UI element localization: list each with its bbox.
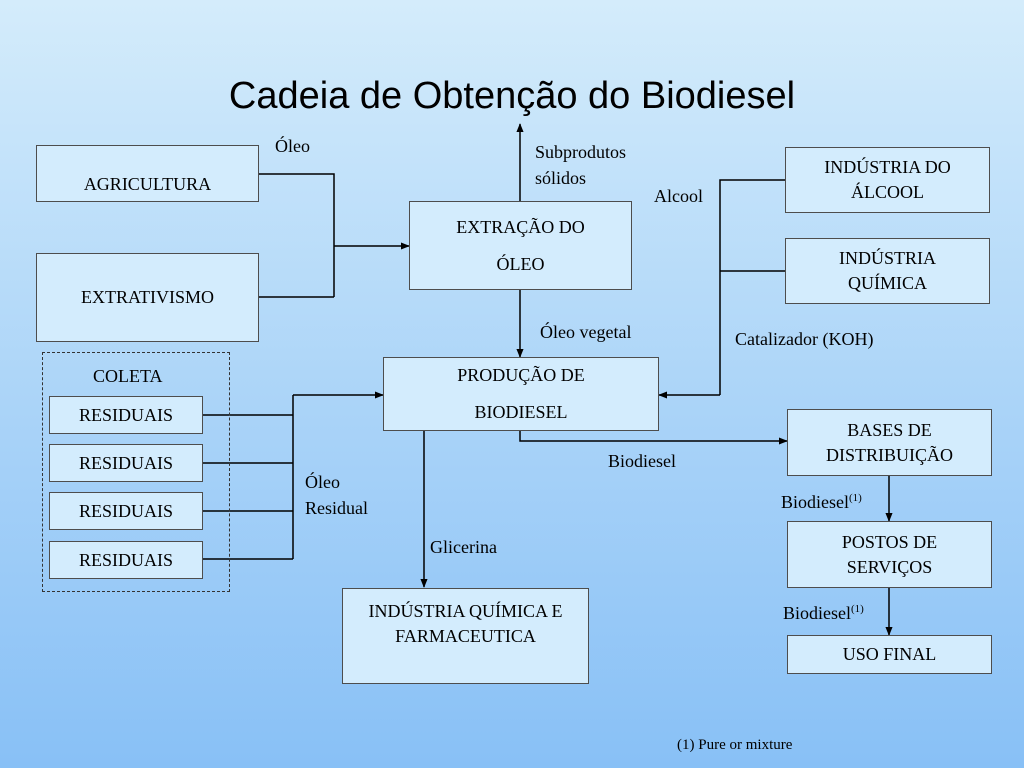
extrativismo-box: EXTRATIVISMO [36, 253, 259, 342]
postos-servicos-box: POSTOS DE SERVIÇOS [787, 521, 992, 588]
alcool-connector [719, 179, 785, 395]
footnote: (1) Pure or mixture [677, 737, 793, 753]
biodiesel-2-footnote-mark: (1) [851, 603, 864, 615]
oleo-vegetal-label: Óleo vegetal [540, 322, 632, 342]
industria-alcool-box: INDÚSTRIA DO ÁLCOOL [785, 147, 990, 213]
oleo-residual-label: Óleo Residual [305, 472, 368, 518]
biodiesel-1-text: Biodiesel [781, 492, 849, 512]
coleta-label: COLETA [93, 366, 163, 386]
biodiesel-2-label: Biodiesel(1) [783, 596, 864, 626]
subprodutos-label: Subprodutos sólidos [535, 142, 627, 188]
uso-final-box: USO FINAL [787, 635, 992, 674]
biodiesel-1-footnote-mark: (1) [849, 492, 862, 504]
oleo-label: Óleo [275, 136, 310, 156]
bases-distribuicao-box: BASES DE DISTRIBUIÇÃO [787, 409, 992, 476]
biodiesel-arrow [519, 431, 788, 445]
industria-quimica-box: INDÚSTRIA QUÍMICA [785, 238, 990, 304]
residuais-box-3: RESIDUAIS [49, 492, 203, 530]
biodiesel-1-label: Biodiesel(1) [781, 485, 862, 515]
residuais-box-2: RESIDUAIS [49, 444, 203, 482]
catalizador-label: Catalizador (KOH) [735, 329, 874, 349]
industria-farmaceutica-box: INDÚSTRIA QUÍMICA E FARMACEUTICA [342, 588, 589, 684]
coleta-group [42, 352, 230, 592]
biodiesel-2-text: Biodiesel [783, 603, 851, 623]
glicerina-label: Glicerina [430, 537, 497, 557]
residuais-box-4: RESIDUAIS [49, 541, 203, 579]
alcool-label: Alcool [654, 186, 703, 206]
producao-biodiesel-box: PRODUÇÃO DE BIODIESEL [383, 357, 659, 431]
extracao-oleo-box: EXTRAÇÃO DO ÓLEO [409, 201, 632, 290]
diagram-title: Cadeia de Obtenção do Biodiesel [228, 75, 796, 117]
agricultura-box: AGRICULTURA [36, 145, 259, 202]
biodiesel-label: Biodiesel [608, 451, 676, 471]
agricultura-connector [259, 173, 335, 297]
residuais-box-1: RESIDUAIS [49, 396, 203, 434]
